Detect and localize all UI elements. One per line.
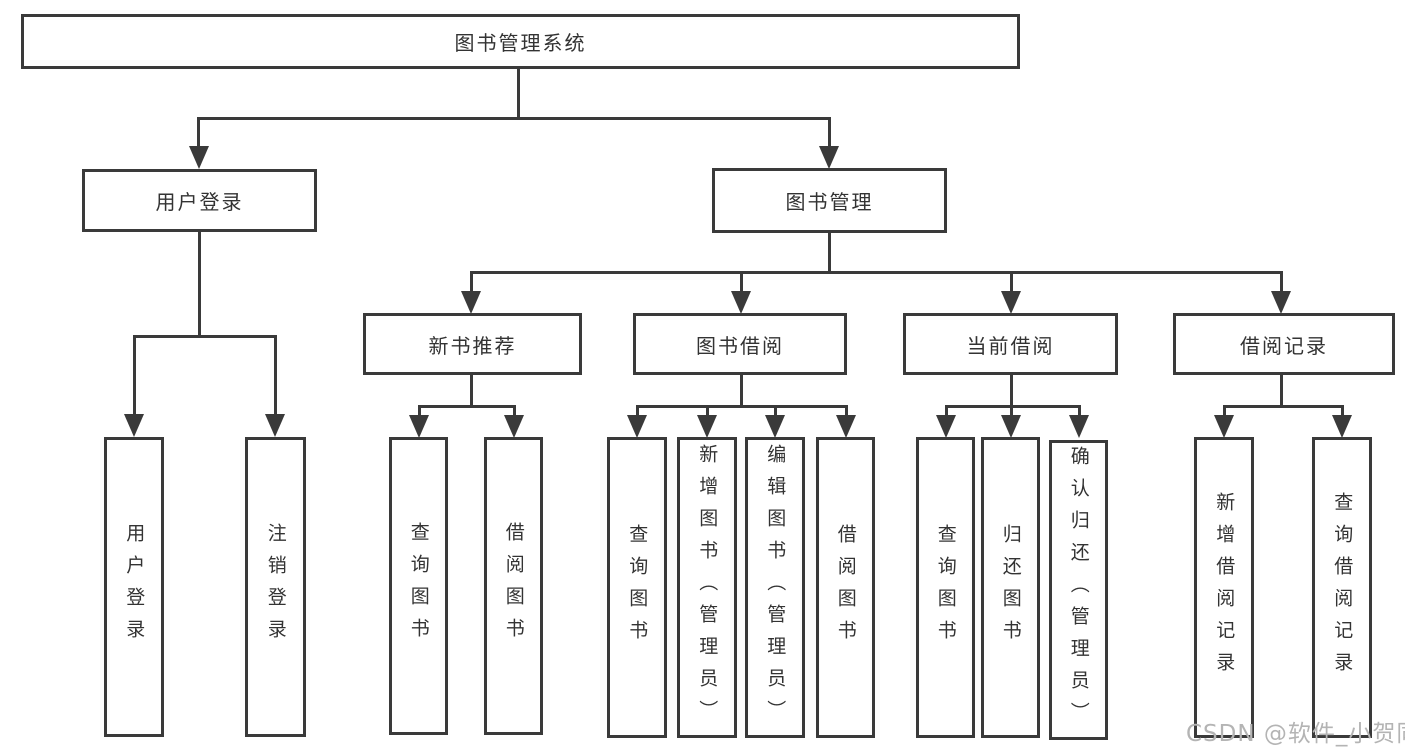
connector-line — [636, 405, 848, 408]
connector-line — [133, 335, 136, 417]
node-book-management: 图书管理 — [712, 168, 947, 233]
csdn-watermark: CSDN @软件_小贺同学 — [1186, 721, 1405, 747]
node-label: 图书管理 — [785, 190, 874, 214]
arrow-down-icon — [504, 415, 524, 438]
node-label: 借阅图书 — [834, 523, 857, 652]
connector-line — [198, 232, 201, 338]
node-borrow-records: 借阅记录 — [1173, 313, 1395, 375]
node-library-system: 图书管理系统 — [21, 14, 1020, 69]
node-label: 编辑图书（管理员） — [764, 443, 787, 732]
arrow-down-icon — [409, 415, 429, 438]
node-cb-confirm-return-admin: 确认归还（管理员） — [1049, 440, 1108, 740]
node-label: 查询图书 — [934, 523, 957, 652]
connector-line — [418, 405, 421, 417]
connector-line — [418, 405, 516, 408]
connector-line — [197, 117, 200, 148]
connector-line — [1223, 405, 1344, 408]
node-label: 归还图书 — [999, 523, 1022, 652]
node-user-login-leaf: 用户登录 — [104, 437, 164, 737]
node-new-book-recommend: 新书推荐 — [363, 313, 582, 375]
node-label: 注销登录 — [264, 523, 287, 651]
connector-line — [470, 271, 1283, 274]
arrow-down-icon — [1214, 415, 1234, 438]
node-br-query-record: 查询借阅记录 — [1312, 437, 1372, 738]
node-bb-query-books: 查询图书 — [607, 437, 667, 738]
node-label: 新书推荐 — [428, 333, 517, 358]
node-bb-borrow-books: 借阅图书 — [816, 437, 875, 738]
connector-line — [274, 335, 277, 417]
connector-line — [1010, 271, 1013, 293]
arrow-down-icon — [1001, 291, 1021, 314]
node-user-login: 用户登录 — [82, 169, 317, 232]
connector-line — [740, 271, 743, 293]
node-label: 查询图书 — [407, 522, 430, 650]
node-label: 借阅记录 — [1240, 333, 1328, 358]
node-label: 用户登录 — [155, 190, 244, 214]
node-bb-edit-books-admin: 编辑图书（管理员） — [745, 437, 805, 738]
node-label: 当前借阅 — [966, 333, 1055, 358]
node-br-add-record: 新增借阅记录 — [1194, 437, 1254, 738]
arrow-down-icon — [461, 291, 481, 314]
connector-line — [1010, 375, 1013, 407]
node-label: 新增借阅记录 — [1213, 491, 1236, 684]
node-current-borrow: 当前借阅 — [903, 313, 1118, 375]
connector-line — [1280, 271, 1283, 293]
connector-line — [197, 117, 831, 120]
connector-line — [774, 405, 777, 417]
connector-line — [706, 405, 709, 417]
connector-line — [828, 117, 831, 148]
arrow-down-icon — [627, 415, 647, 438]
arrow-down-icon — [189, 146, 209, 169]
node-cb-query-books: 查询图书 — [916, 437, 975, 738]
arrow-down-icon — [1332, 415, 1352, 438]
node-label: 新增图书（管理员） — [696, 443, 719, 732]
connector-line — [470, 271, 473, 293]
connector-line — [517, 69, 520, 119]
connector-line — [828, 233, 831, 274]
node-rec-query-books: 查询图书 — [389, 437, 448, 735]
node-label: 图书借阅 — [696, 333, 784, 358]
arrow-down-icon — [819, 146, 839, 169]
connector-line — [133, 335, 277, 338]
arrow-down-icon — [1069, 415, 1089, 438]
arrow-down-icon — [1001, 415, 1021, 438]
connector-line — [1010, 405, 1013, 417]
connector-line — [740, 375, 743, 407]
connector-line — [1341, 405, 1344, 417]
arrow-down-icon — [697, 415, 717, 438]
node-logout-leaf: 注销登录 — [245, 437, 306, 737]
arrow-down-icon — [936, 415, 956, 438]
node-label: 用户登录 — [123, 523, 146, 651]
node-label: 查询图书 — [626, 523, 649, 652]
arrow-down-icon — [1271, 291, 1291, 314]
node-label: 查询借阅记录 — [1331, 491, 1354, 684]
node-bb-add-books-admin: 新增图书（管理员） — [677, 437, 737, 738]
arrow-down-icon — [265, 414, 285, 437]
connector-line — [636, 405, 639, 417]
connector-line — [1223, 405, 1226, 417]
arrow-down-icon — [731, 291, 751, 314]
node-cb-return-books: 归还图书 — [981, 437, 1040, 738]
node-rec-borrow-books: 借阅图书 — [484, 437, 543, 735]
arrow-down-icon — [765, 415, 785, 438]
arrow-down-icon — [124, 414, 144, 437]
connector-line — [945, 405, 948, 417]
connector-line — [470, 375, 473, 407]
connector-line — [1280, 375, 1283, 407]
connector-line — [513, 405, 516, 417]
connector-line — [845, 405, 848, 417]
connector-line — [1078, 405, 1081, 417]
node-label: 图书管理系统 — [454, 31, 587, 55]
arrow-down-icon — [836, 415, 856, 438]
node-label: 确认归还（管理员） — [1067, 446, 1090, 734]
connector-line — [945, 405, 1081, 408]
node-book-borrow: 图书借阅 — [633, 313, 847, 375]
node-label: 借阅图书 — [502, 522, 525, 650]
